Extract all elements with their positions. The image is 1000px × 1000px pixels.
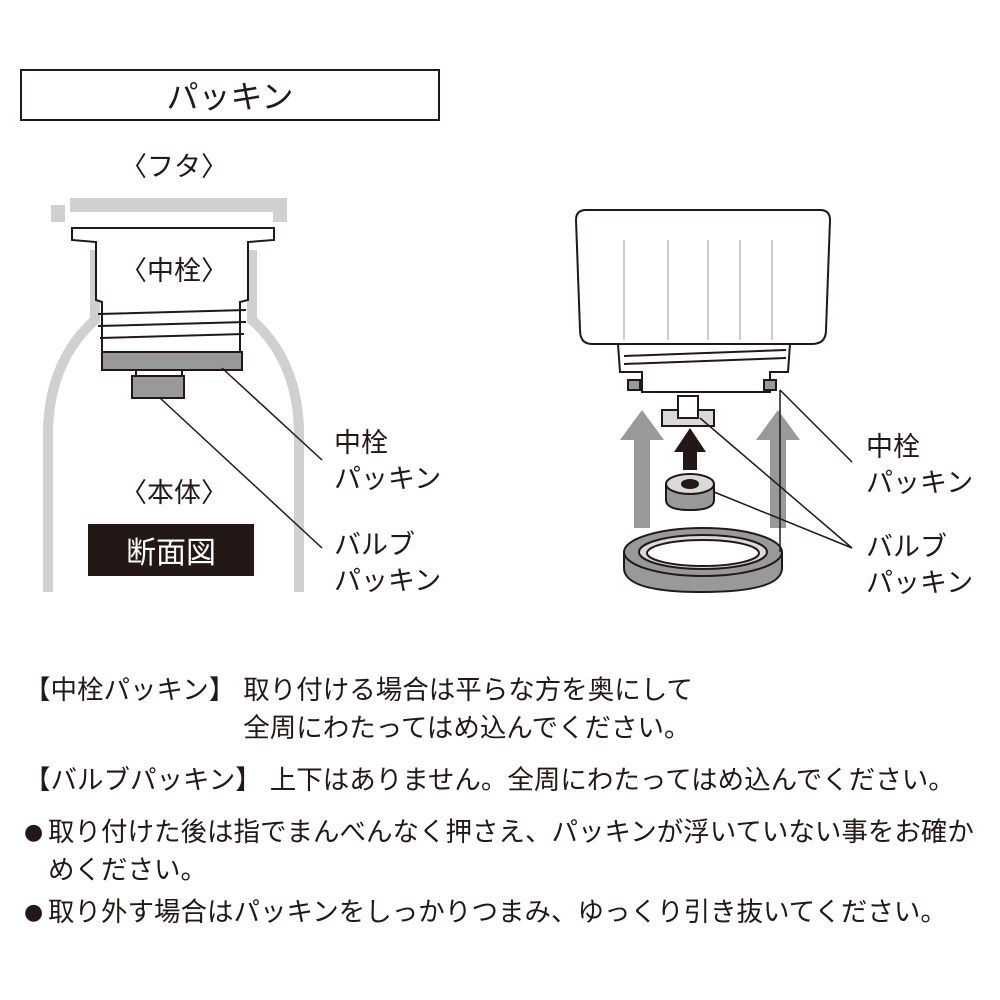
right-valve-packing-label-2: パッキン: [866, 568, 974, 599]
bullet-icon: ●: [24, 820, 44, 845]
instruction-line: 全周にわたってはめ込んでください。: [243, 713, 691, 744]
left-plug-packing-label-1: 中栓: [334, 428, 388, 459]
instruction-heading: 【バルブパッキン】: [24, 765, 262, 796]
section-title: パッキン: [20, 69, 440, 121]
lid-outline: [51, 198, 287, 222]
instruction-heading: 【中栓パッキン】: [24, 675, 236, 706]
inner-plug-shape: [71, 227, 275, 399]
left-valve-packing-label-2: パッキン: [334, 566, 442, 597]
lid-label: 〈フタ〉: [120, 152, 228, 183]
note-text: 取り外す場合はパッキンをしっかりつまみ、ゆっくり引き抜いてください。: [48, 897, 947, 928]
up-arrows: [620, 410, 800, 528]
bottle-body-outline: [43, 250, 304, 592]
body-label: 〈本体〉: [120, 478, 228, 509]
instructions-block: 【中栓パッキン】 取り付ける場合は平らな方を奥にして 全周にわたってはめ込んでく…: [24, 672, 984, 936]
cross-section-badge: 断面図: [88, 524, 254, 576]
left-valve-packing-label-1: バルブ: [334, 530, 415, 561]
right-plug-packing-label-2: パッキン: [866, 468, 974, 499]
plug-packing-instruction: 【中栓パッキン】 取り付ける場合は平らな方を奥にして 全周にわたってはめ込んでく…: [24, 672, 984, 748]
valve-packing-part: [665, 473, 715, 512]
instruction-text: 取り付ける場合は平らな方を奥にして 全周にわたってはめ込んでください。: [243, 672, 984, 748]
plug-packing-ring: [623, 527, 783, 594]
right-valve-packing-label-1: バルブ: [866, 532, 947, 563]
cap-shape: [574, 209, 832, 427]
right-leader-lines: [699, 389, 853, 552]
valve-packing-instruction: 【バルブパッキン】 上下はありません。全周にわたってはめ込んでください。: [24, 762, 984, 800]
note-item: ● 取り外す場合はパッキンをしっかりつまみ、ゆっくり引き抜いてください。: [24, 894, 984, 932]
note-text: 取り付けた後は指でまんべんなく押さえ、パッキンが浮いていない事をお確かめください…: [48, 817, 974, 886]
instruction-line: 取り付ける場合は平らな方を奥にして: [243, 675, 693, 706]
packing-illustrations: [43, 198, 853, 594]
plug-label: 〈中栓〉: [120, 256, 228, 287]
left-leader-lines: [159, 367, 323, 549]
right-plug-packing-label-1: 中栓: [866, 432, 920, 463]
instruction-text: 上下はありません。全周にわたってはめ込んでください。: [269, 765, 955, 796]
bullet-icon: ●: [24, 900, 44, 925]
left-plug-packing-label-2: パッキン: [334, 464, 442, 495]
note-item: ● 取り付けた後は指でまんべんなく押さえ、パッキンが浮いていない事をお確かめくだ…: [24, 814, 984, 890]
